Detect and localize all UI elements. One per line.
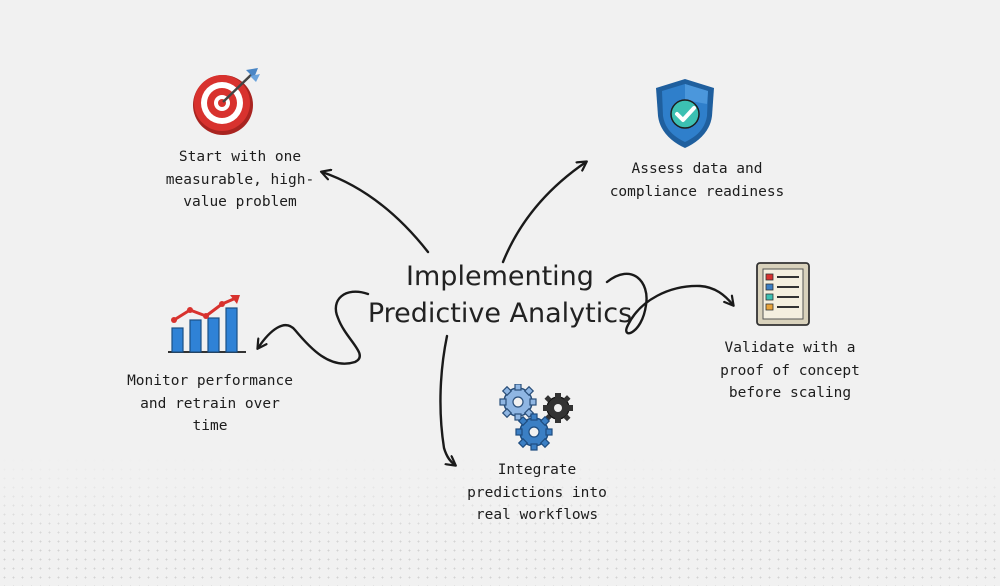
node-problem-line: Start with one bbox=[178, 149, 302, 165]
node-monitor-line: Monitor performance bbox=[127, 373, 293, 389]
target-icon bbox=[193, 68, 260, 135]
node-compliance-label: Assess data and compliance readiness bbox=[592, 158, 802, 203]
node-integrate-label: Integrate predictions into real workflow… bbox=[452, 459, 622, 527]
node-monitor-line: time bbox=[192, 418, 228, 434]
node-validate-line: before scaling bbox=[728, 385, 852, 401]
arrow-to-problem bbox=[322, 172, 430, 254]
node-integrate-line: real workflows bbox=[475, 507, 599, 523]
node-compliance-line: Assess data and bbox=[631, 161, 763, 177]
arrow-to-monitor bbox=[258, 290, 370, 365]
node-validate-line: Validate with a bbox=[724, 340, 856, 356]
central-topic-line-2: Predictive Analytics bbox=[367, 298, 633, 329]
node-validate-label: Validate with a proof of concept before … bbox=[700, 337, 880, 405]
bar-chart-icon bbox=[168, 295, 246, 353]
shield-check-icon bbox=[656, 79, 714, 148]
checklist-icon bbox=[756, 262, 810, 326]
gears-icon bbox=[499, 384, 573, 451]
speckle-texture bbox=[0, 456, 1000, 586]
node-integrate-line: predictions into bbox=[467, 484, 607, 501]
node-integrate-line: Integrate bbox=[497, 462, 577, 478]
node-problem-label: Start with one measurable, high- value p… bbox=[145, 146, 335, 214]
node-monitor-label: Monitor performance and retrain over tim… bbox=[115, 370, 305, 438]
arrow-to-integrate bbox=[439, 334, 455, 465]
arrow-to-compliance bbox=[501, 162, 586, 264]
node-problem-line: value problem bbox=[183, 194, 297, 210]
arrow-to-validate bbox=[605, 272, 733, 335]
central-topic-line-1: Implementing bbox=[406, 261, 594, 292]
node-validate-line: proof of concept bbox=[720, 362, 860, 379]
node-monitor-line: and retrain over bbox=[140, 395, 280, 412]
node-compliance-line: compliance readiness bbox=[609, 183, 785, 200]
node-problem-line: measurable, high- bbox=[165, 171, 315, 188]
central-topic: Implementing Predictive Analytics bbox=[350, 258, 650, 332]
